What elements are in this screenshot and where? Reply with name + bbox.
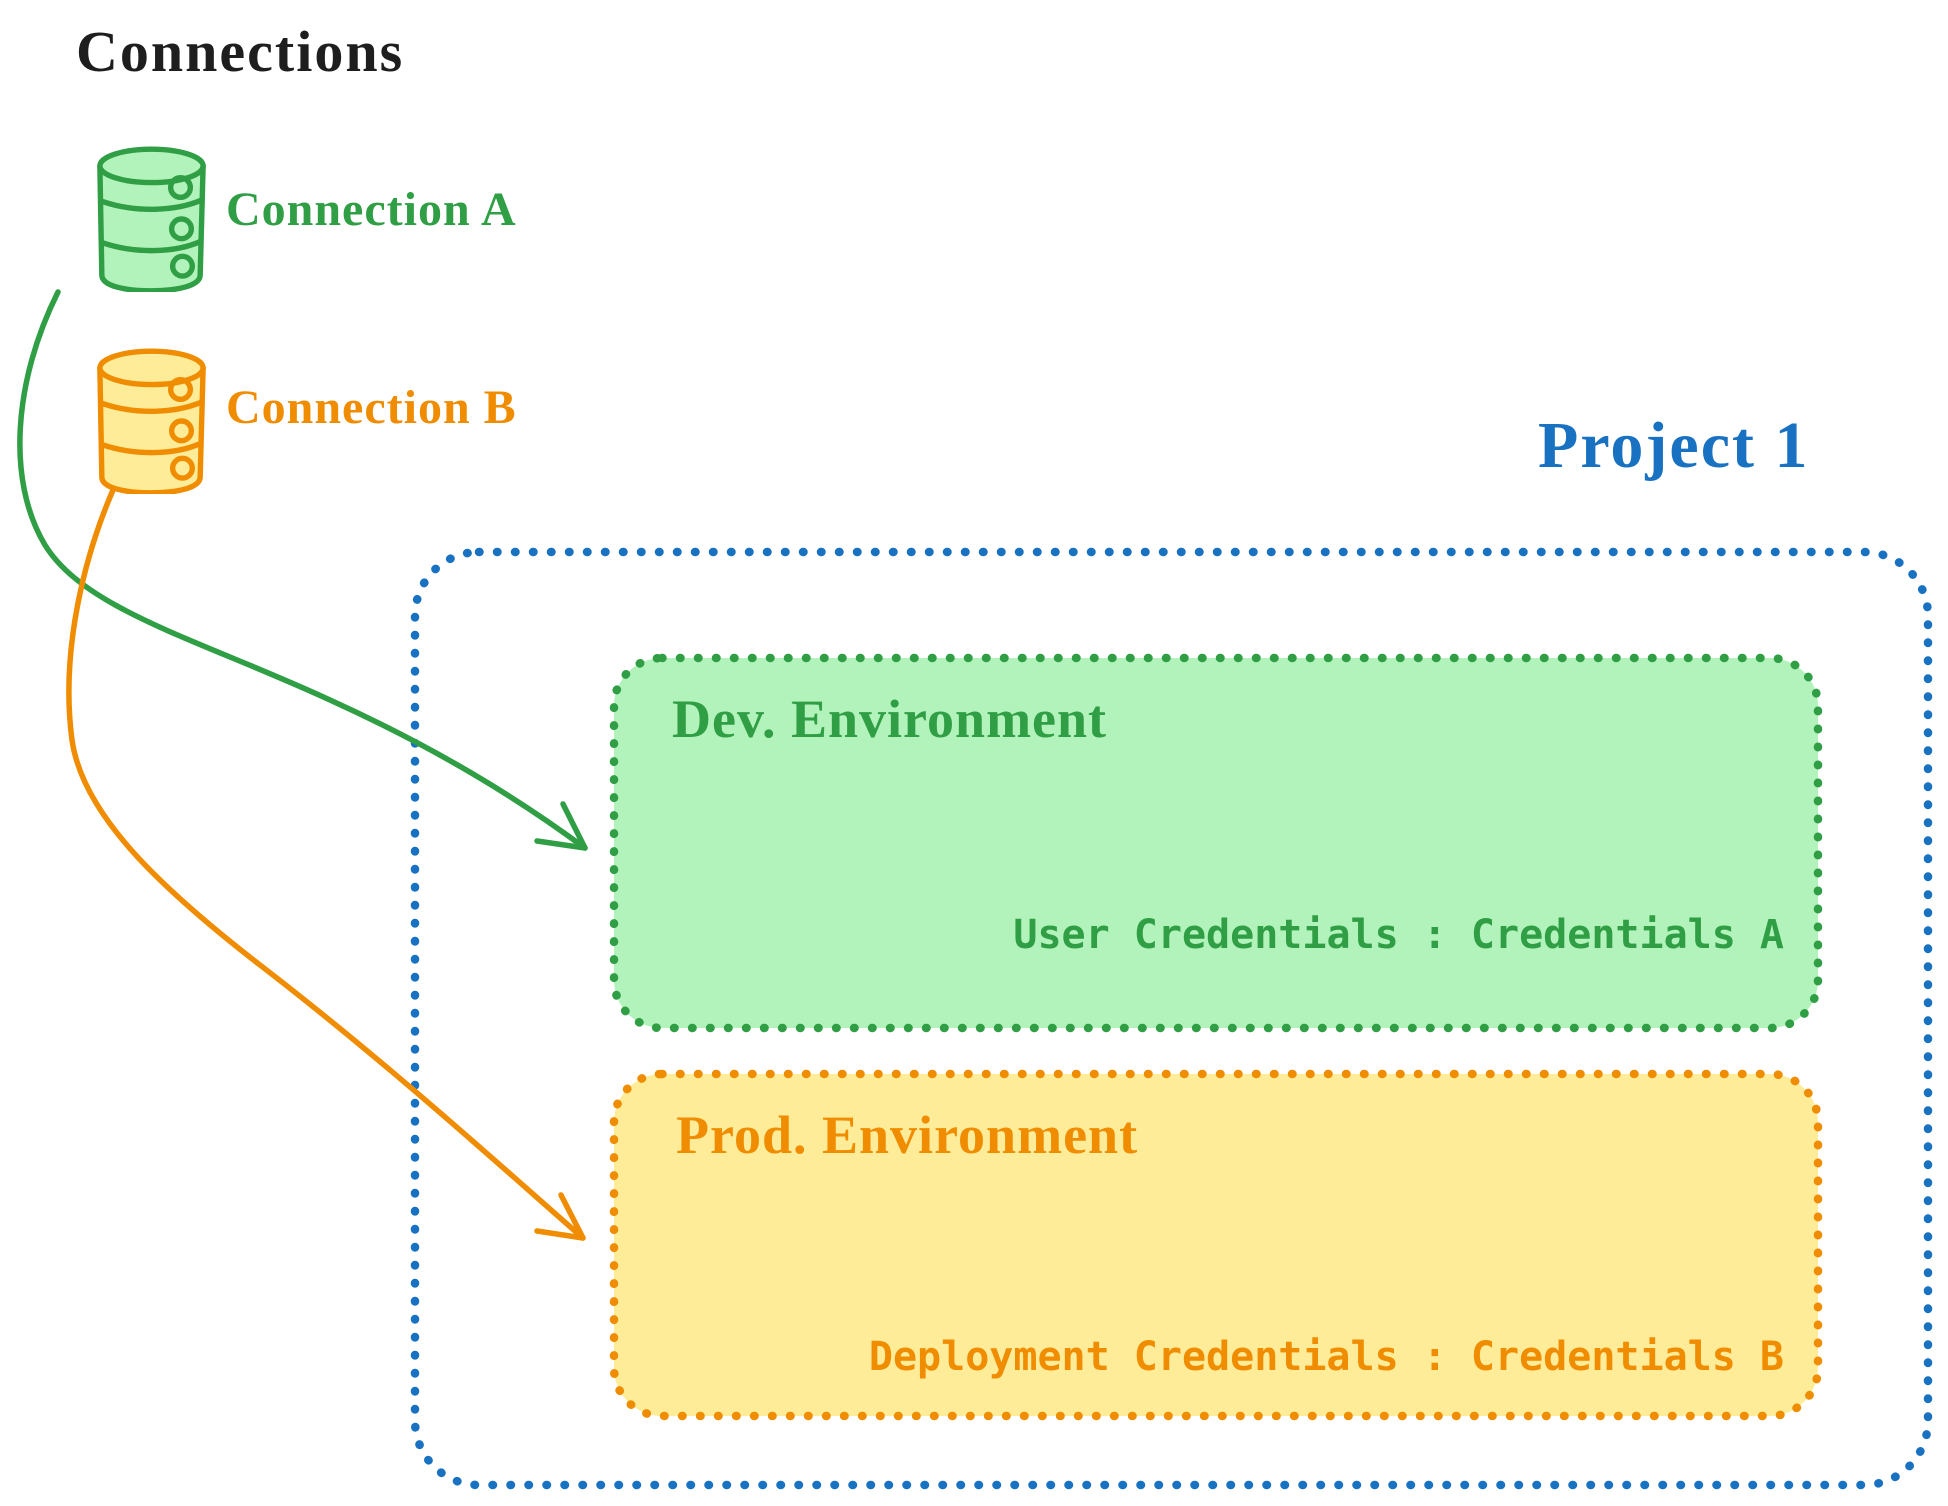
- database-icon: [97, 348, 206, 494]
- project-box: [410, 547, 1933, 1490]
- prod-environment-label: Prod. Environment: [676, 1105, 1139, 1165]
- diagram-title: Connections: [76, 19, 405, 84]
- connection-a-arrow: [17, 289, 588, 851]
- database-icon: [97, 146, 206, 292]
- dev-environment-box: [609, 653, 1823, 1033]
- connection-b-label: Connection B: [226, 381, 517, 434]
- prod-environment-credentials: Deployment Credentials : Credentials B: [868, 1334, 1784, 1380]
- project-title: Project 1: [1538, 409, 1810, 482]
- connection-a-label: Connection A: [226, 183, 517, 236]
- arrowhead: [534, 1192, 586, 1241]
- dev-environment-label: Dev. Environment: [672, 689, 1108, 749]
- arrowhead: [534, 801, 588, 851]
- prod-environment-box: [609, 1069, 1823, 1421]
- connection-b-arrow: [66, 487, 586, 1241]
- dev-environment-credentials: User Credentials : Credentials A: [1013, 912, 1784, 958]
